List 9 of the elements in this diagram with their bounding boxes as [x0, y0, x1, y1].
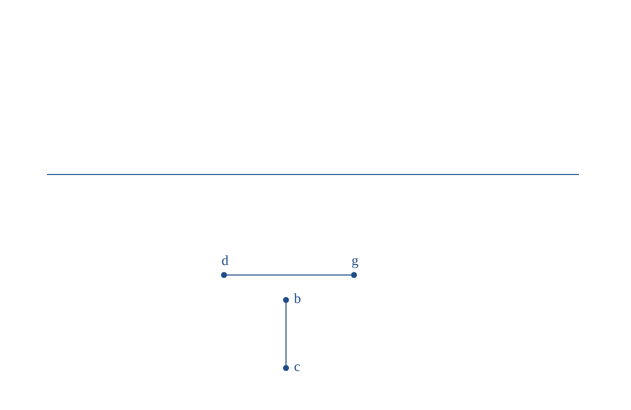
point-label: b	[294, 293, 301, 307]
point-dot	[221, 272, 227, 278]
point-label: g	[352, 255, 358, 269]
point-dot	[283, 297, 289, 303]
point-dot	[351, 272, 357, 278]
line-segment	[226, 274, 352, 276]
point-label: d	[222, 255, 228, 269]
point-label: c	[294, 361, 300, 375]
point-dot	[283, 365, 289, 371]
